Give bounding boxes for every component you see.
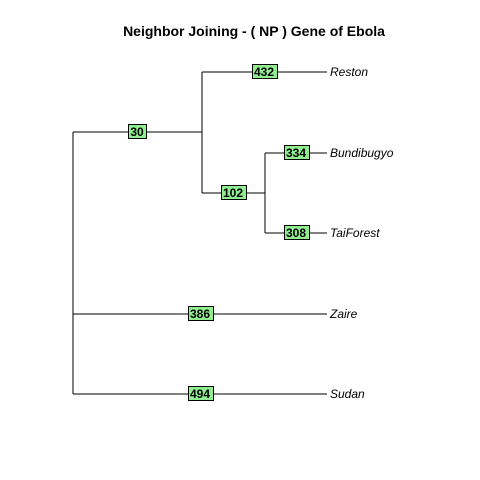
support-label-zaire-box <box>188 306 214 321</box>
support-label-bundibugyo-text: 334 <box>286 146 306 160</box>
support-label-sudan-box <box>188 386 214 401</box>
tip-label-sudan: Sudan <box>330 387 365 401</box>
support-label-bundibugyo: 334 <box>284 145 310 160</box>
tip-label-reston: Reston <box>330 65 368 79</box>
tip-label-bundibugyo: Bundibugyo <box>330 146 394 160</box>
support-label-reston: 432 <box>252 64 278 79</box>
support-label-zaire-text: 386 <box>190 307 210 321</box>
support-label-sudan: 494 <box>188 386 214 401</box>
support-label-node-102-box <box>221 185 247 200</box>
figure-title: Neighbor Joining - ( NP ) Gene of Ebola <box>123 23 385 39</box>
support-label-node-30-text: 30 <box>130 125 144 139</box>
support-label-reston-text: 432 <box>254 65 274 79</box>
support-label-bundibugyo-box <box>284 145 310 160</box>
tip-label-taiforest: TaiForest <box>330 226 380 240</box>
support-label-zaire: 386 <box>188 306 214 321</box>
support-label-taiforest: 308 <box>284 225 310 240</box>
node-support-labels: 432 334 308 386 494 30 102 <box>128 64 310 401</box>
support-label-node-30-box <box>128 124 147 139</box>
support-label-reston-box <box>252 64 278 79</box>
support-label-node-30: 30 <box>128 124 147 139</box>
support-label-sudan-text: 494 <box>190 387 210 401</box>
support-label-node-102-text: 102 <box>223 186 243 200</box>
support-label-node-102: 102 <box>221 185 247 200</box>
tip-label-zaire: Zaire <box>329 307 358 321</box>
support-label-taiforest-text: 308 <box>286 226 306 240</box>
support-label-taiforest-box <box>284 225 310 240</box>
